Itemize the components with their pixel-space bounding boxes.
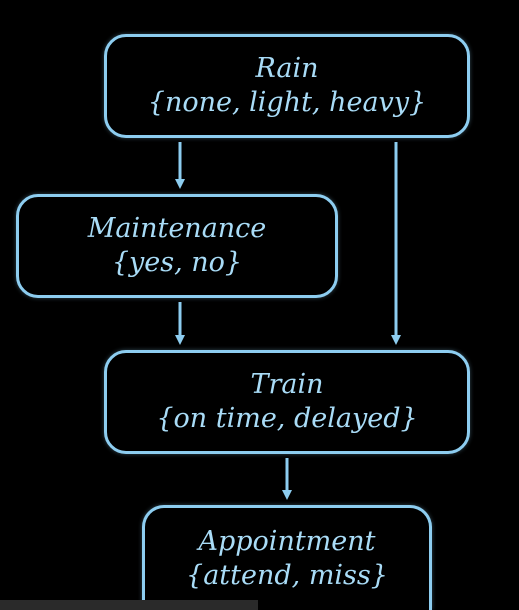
train-node-values: {on time, delayed} — [156, 403, 418, 434]
maintenance-node-name: Maintenance — [87, 213, 267, 245]
bottom-edge-bar — [0, 600, 258, 610]
rain-node-values: {none, light, heavy} — [147, 87, 427, 118]
rain-node: Rain {none, light, heavy} — [104, 34, 470, 138]
train-node: Train {on time, delayed} — [104, 350, 470, 454]
maintenance-node: Maintenance {yes, no} — [16, 194, 338, 298]
appointment-node: Appointment {attend, miss} — [142, 505, 432, 610]
appointment-node-name: Appointment — [198, 526, 376, 558]
maintenance-node-values: {yes, no} — [111, 247, 243, 278]
rain-node-name: Rain — [255, 53, 319, 85]
train-node-name: Train — [250, 369, 324, 401]
appointment-node-values: {attend, miss} — [186, 560, 388, 591]
